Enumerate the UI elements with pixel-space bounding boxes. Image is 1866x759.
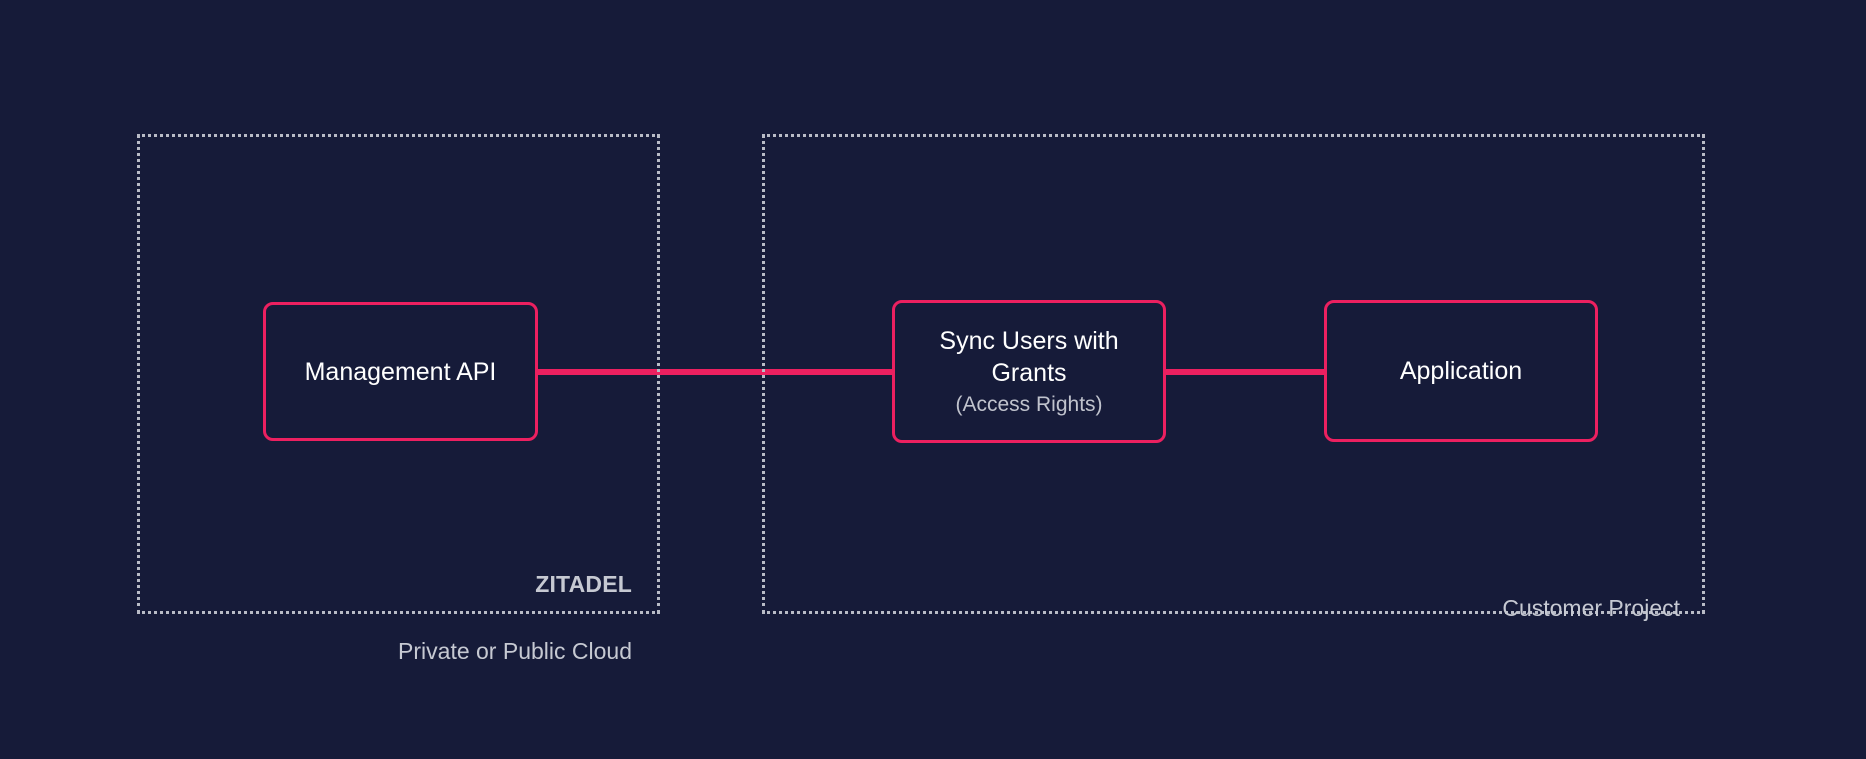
connector-sync-users-to-application [1150, 369, 1340, 375]
connector-management-api-to-sync-users [520, 369, 910, 375]
node-management-api-title: Management API [304, 357, 497, 386]
zone-customer-project-caption-title: Customer Project [1502, 595, 1680, 622]
node-application-title: Application [1399, 357, 1523, 385]
zone-zitadel-caption-title: ZITADEL [535, 571, 632, 598]
node-management-api[interactable]: Management API [263, 302, 538, 441]
node-sync-users-with-grants-subtitle: (Access Rights) [955, 392, 1103, 416]
node-sync-users-with-grants[interactable]: Sync Users with Grants (Access Rights) [892, 300, 1166, 443]
zone-zitadel-caption-subtitle: Private or Public Cloud [398, 638, 632, 665]
node-sync-users-with-grants-title: Sync Users with Grants [939, 326, 1119, 387]
node-application[interactable]: Application [1324, 300, 1598, 442]
zone-customer-project-caption: Customer Project [1200, 555, 1680, 661]
zone-zitadel-boundary [137, 134, 660, 614]
zone-zitadel-caption: ZITADEL Private or Public Cloud [200, 531, 632, 704]
zone-customer-project-boundary [762, 134, 1705, 614]
